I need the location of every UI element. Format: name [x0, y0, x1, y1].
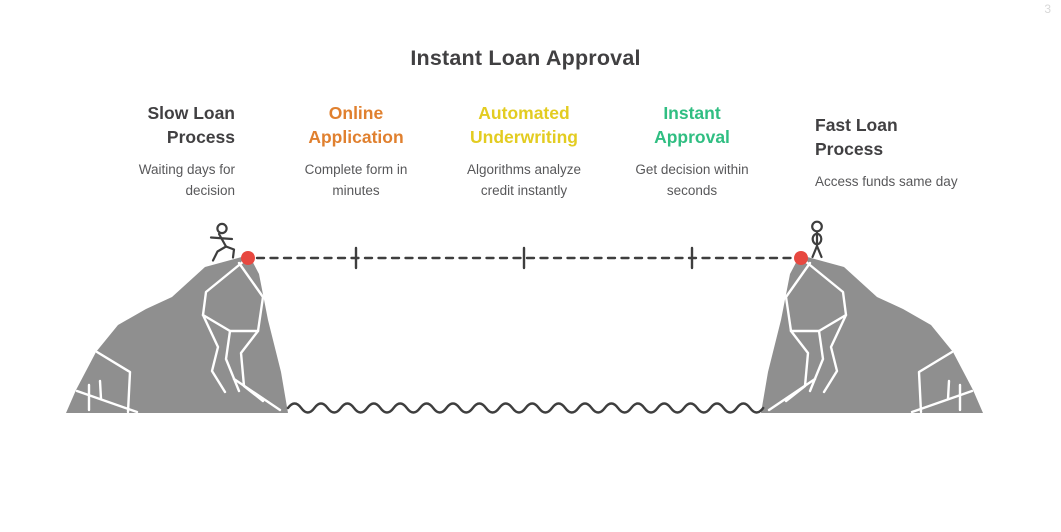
water-waves [286, 402, 765, 414]
right-cliff [759, 253, 985, 415]
step-column-slow-loan-process: Slow Loan Process Waiting days for decis… [65, 102, 235, 201]
step-title: Fast Loan Process [815, 115, 898, 159]
step-column-automated-underwriting: Automated Underwriting Algorithms analyz… [434, 102, 614, 201]
cliff-crack [237, 261, 265, 333]
step-subtitle: Access funds same day [815, 174, 958, 189]
step-column-online-application: Online Application Complete form in minu… [276, 102, 436, 201]
step-subtitle: Algorithms analyze credit instantly [466, 162, 582, 198]
cliff-crack [98, 379, 103, 401]
step-title: Automated Underwriting [470, 103, 578, 147]
step-column-fast-loan-process: Fast Loan Process Access funds same day [815, 114, 995, 193]
step-title: Online Application [308, 103, 404, 147]
page-title: Instant Loan Approval [410, 46, 641, 70]
page-number: 3 [1044, 2, 1051, 16]
end-point-dot [794, 251, 808, 265]
step-subtitle: Waiting days for decision [138, 162, 235, 198]
step-title: Slow Loan Process [147, 103, 236, 147]
step-column-instant-approval: Instant Approval Get decision within sec… [607, 102, 777, 201]
walking-person-figure [209, 222, 236, 262]
cliff-crack [95, 350, 132, 414]
cliff-crack [232, 377, 282, 412]
step-subtitle: Complete form in minutes [304, 162, 408, 198]
cliff-crack [75, 389, 139, 414]
left-cliff [66, 255, 288, 414]
standing-person-figure [811, 220, 823, 259]
start-point-dot [241, 251, 255, 265]
step-title: Instant Approval [654, 103, 730, 147]
cliff-crack [201, 259, 246, 394]
step-subtitle: Get decision within seconds [635, 162, 749, 198]
